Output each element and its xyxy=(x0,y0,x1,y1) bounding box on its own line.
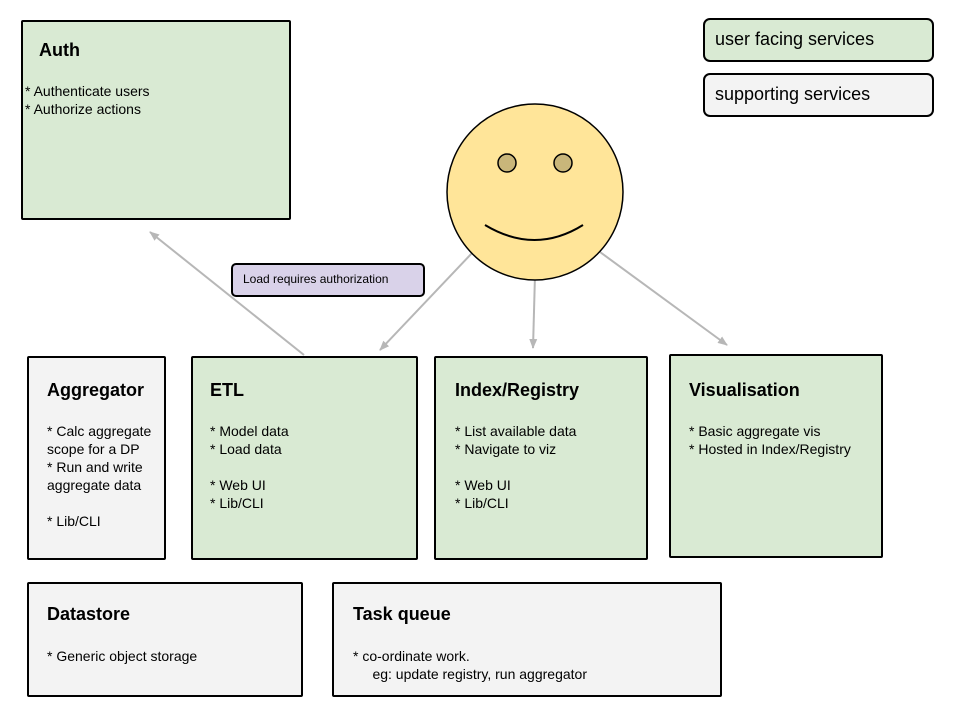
etl-line: * Web UI xyxy=(210,477,266,493)
arrow-user-to-visualisation xyxy=(599,251,728,346)
aggregator-title: Aggregator xyxy=(47,380,145,400)
index-registry-box: Index/Registry * List available data * N… xyxy=(434,356,648,560)
smiley-face-icon xyxy=(446,103,624,281)
visualisation-line: * Hosted in Index/Registry xyxy=(689,441,851,457)
task-queue-line: eg: update registry, run aggregator xyxy=(353,666,587,682)
auth-box: Auth * Authenticate users * Authorize ac… xyxy=(21,20,291,220)
etl-line xyxy=(210,458,289,476)
legend-supporting-label: supporting services xyxy=(715,84,871,104)
index-registry-line: * Navigate to viz xyxy=(455,441,557,457)
arrow-etl-to-auth xyxy=(149,231,305,356)
datastore-box: Datastore * Generic object storage xyxy=(27,582,303,697)
index-registry-line: * Lib/CLI xyxy=(455,495,509,511)
index-registry-title: Index/Registry xyxy=(455,380,580,400)
auth-title: Auth xyxy=(39,40,80,60)
visualisation-line: * Basic aggregate vis xyxy=(689,423,821,439)
index-registry-line xyxy=(455,458,576,476)
etl-line: * Load data xyxy=(210,441,282,457)
etl-lines: * Model data * Load data * Web UI * Lib/… xyxy=(210,422,289,512)
aggregator-line: * Calc aggregate xyxy=(47,423,152,439)
callout-label: Load requires authorization xyxy=(243,272,389,286)
visualisation-title: Visualisation xyxy=(689,380,800,400)
index-registry-line: * Web UI xyxy=(455,477,511,493)
auth-lines: * Authenticate users * Authorize actions xyxy=(25,82,150,118)
task-queue-lines: * co-ordinate work. eg: update registry,… xyxy=(353,647,587,683)
aggregator-line: * Lib/CLI xyxy=(47,513,101,529)
callout-load-requires-authorization: Load requires authorization xyxy=(231,263,425,297)
aggregator-lines: * Calc aggregate scope for a DP * Run an… xyxy=(47,422,151,530)
task-queue-line: * co-ordinate work. xyxy=(353,648,470,664)
auth-line: * Authorize actions xyxy=(25,101,141,117)
aggregator-box: Aggregator * Calc aggregate scope for a … xyxy=(27,356,166,560)
task-queue-box: Task queue * co-ordinate work. eg: updat… xyxy=(332,582,722,697)
visualisation-box: Visualisation * Basic aggregate vis * Ho… xyxy=(669,354,883,558)
etl-box: ETL * Model data * Load data * Web UI * … xyxy=(191,356,418,560)
aggregator-line: scope for a DP xyxy=(47,441,140,457)
arrow-user-to-index xyxy=(529,274,538,349)
aggregator-line xyxy=(47,494,151,512)
datastore-line: * Generic object storage xyxy=(47,648,198,664)
arrow-user-to-etl xyxy=(379,251,474,351)
auth-line: * Authenticate users xyxy=(25,83,150,99)
index-registry-lines: * List available data * Navigate to viz … xyxy=(455,422,576,512)
visualisation-lines: * Basic aggregate vis * Hosted in Index/… xyxy=(689,422,851,458)
legend-user-facing-label: user facing services xyxy=(715,29,875,49)
datastore-lines: * Generic object storage xyxy=(47,647,197,665)
aggregator-line: * Run and write xyxy=(47,459,143,475)
legend-user-facing: user facing services xyxy=(703,18,934,62)
etl-line: * Lib/CLI xyxy=(210,495,264,511)
etl-line: * Model data xyxy=(210,423,289,439)
datastore-title: Datastore xyxy=(47,604,131,624)
index-registry-line: * List available data xyxy=(455,423,577,439)
aggregator-line: aggregate data xyxy=(47,477,142,493)
task-queue-title: Task queue xyxy=(353,604,451,624)
etl-title: ETL xyxy=(210,380,244,400)
legend-supporting: supporting services xyxy=(703,73,934,117)
